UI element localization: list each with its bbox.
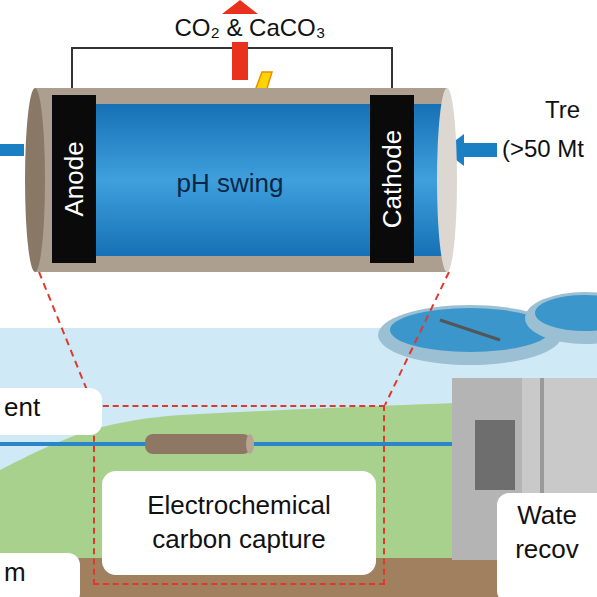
electrochemical-cell: pH swingAnode Cathode — [25, 88, 457, 272]
box-label: m — [0, 553, 80, 590]
source-box: m — [0, 553, 80, 597]
anode-electrode: Anode — [52, 95, 96, 263]
annotation: CO₂ & CaCO₃ — [170, 14, 329, 42]
annotation: Tre — [545, 96, 580, 124]
electrode-label: Anode — [59, 141, 90, 216]
label-box: Electrochemical carbon capture — [102, 471, 376, 575]
region-label: Electrochemical carbon capture — [124, 489, 354, 557]
zoom-leader — [39, 272, 93, 405]
box-label: ent — [0, 388, 102, 425]
zoom-region: Electrochemical carbon capture — [93, 405, 385, 585]
plant-box: Wate recov — [497, 493, 597, 597]
annotation: (>50 Mt — [502, 135, 584, 163]
cell-label: pH swing — [95, 168, 365, 199]
electrode-label: Cathode — [377, 130, 408, 228]
zoom-leader — [385, 272, 449, 405]
cathode-electrode: Cathode — [370, 95, 414, 263]
box-label: Wate recov — [497, 493, 589, 567]
source-box: ent — [0, 388, 102, 435]
